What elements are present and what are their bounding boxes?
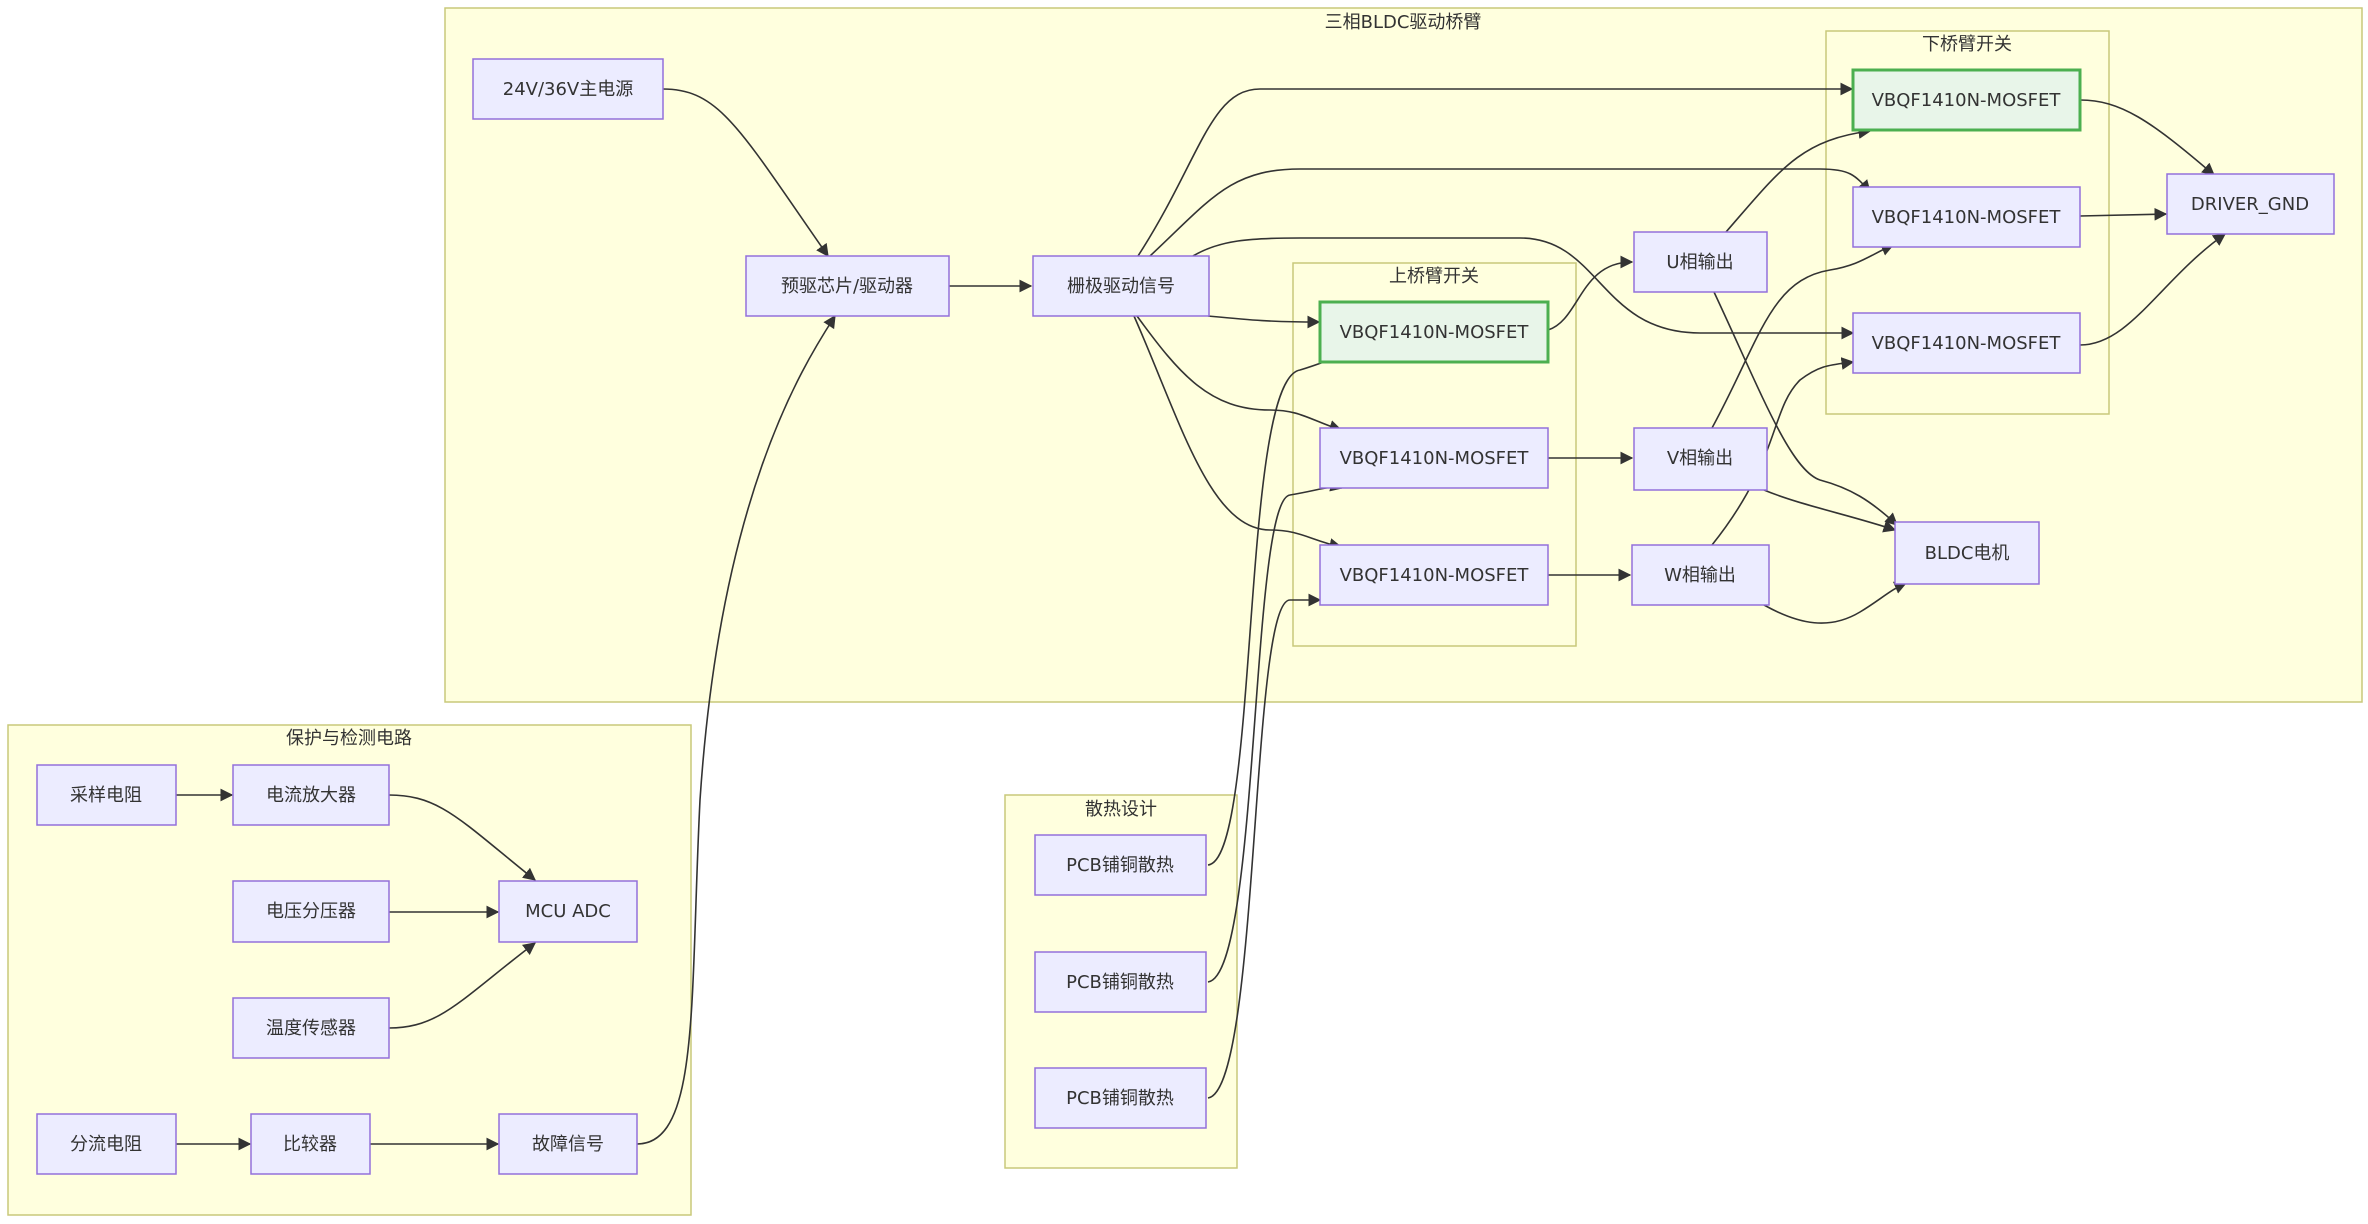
node-sample-resistor[interactable]: 采样电阻 xyxy=(36,764,177,826)
edge-gate-ql3 xyxy=(1192,237,1855,340)
node-motor-label: BLDC电机 xyxy=(1925,543,2010,564)
node-voltage-divider[interactable]: 电压分压器 xyxy=(232,880,390,943)
edge-gate-qh2 xyxy=(1136,315,1343,433)
node-current-amp-label: 电流放大器 xyxy=(266,785,356,806)
node-pcb-copper-1[interactable]: PCB铺铜散热 xyxy=(1034,834,1207,896)
edge-w-ql3 xyxy=(1711,357,1855,546)
node-high-mosfet-3[interactable]: VBQF1410N-MOSFET xyxy=(1319,544,1549,606)
node-high-mosfet-1-label: VBQF1410N-MOSFET xyxy=(1340,322,1530,343)
node-high-mosfet-1[interactable]: VBQF1410N-MOSFET xyxy=(1318,300,1550,364)
node-mcu-adc[interactable]: MCU ADC xyxy=(498,880,638,943)
node-low-mosfet-1-label: VBQF1410N-MOSFET xyxy=(1872,90,2062,111)
node-predriver-label: 预驱芯片/驱动器 xyxy=(781,276,913,297)
edge-ql2-gnd xyxy=(2079,207,2168,221)
edge-temp-adc xyxy=(388,942,537,1029)
node-shunt-resistor-label: 分流电阻 xyxy=(70,1134,142,1155)
node-psu[interactable]: 24V/36V主电源 xyxy=(472,58,664,120)
node-shunt-resistor[interactable]: 分流电阻 xyxy=(36,1113,177,1175)
node-voltage-divider-label: 电压分压器 xyxy=(266,901,356,922)
node-temp-sensor-label: 温度传感器 xyxy=(266,1018,356,1039)
edge-qh1-u xyxy=(1547,255,1634,331)
edge-gate-qh1 xyxy=(1207,315,1321,329)
node-low-mosfet-3[interactable]: VBQF1410N-MOSFET xyxy=(1852,312,2081,374)
node-high-mosfet-2-label: VBQF1410N-MOSFET xyxy=(1340,448,1530,469)
group-bridge-title: 三相BLDC驱动桥臂 xyxy=(1325,12,1482,33)
node-driver-gnd[interactable]: DRIVER_GND xyxy=(2166,173,2335,235)
edge-gate-ql2 xyxy=(1149,168,1871,257)
node-fault-signal[interactable]: 故障信号 xyxy=(498,1113,638,1175)
node-pcb-copper-3-label: PCB铺铜散热 xyxy=(1066,1088,1174,1109)
edge-fault-predriver xyxy=(636,314,836,1145)
edge-psu-predriver xyxy=(662,88,829,258)
edge-gate-qh3 xyxy=(1133,315,1343,551)
node-temp-sensor[interactable]: 温度传感器 xyxy=(232,997,390,1059)
node-phase-w-label: W相输出 xyxy=(1664,565,1736,586)
group-high-side-title: 上桥臂开关 xyxy=(1389,266,1479,287)
node-fault-signal-label: 故障信号 xyxy=(532,1134,604,1155)
edge-ql1-gnd xyxy=(2079,99,2215,176)
node-low-mosfet-1[interactable]: VBQF1410N-MOSFET xyxy=(1851,68,2082,132)
edge-u-motor xyxy=(1713,291,1898,526)
node-motor[interactable]: BLDC电机 xyxy=(1894,521,2040,585)
edge-pcb3-qh3 xyxy=(1207,593,1322,1099)
node-low-mosfet-2[interactable]: VBQF1410N-MOSFET xyxy=(1852,186,2081,248)
node-pcb-copper-2-label: PCB铺铜散热 xyxy=(1066,972,1174,993)
edge-ql3-gnd xyxy=(2079,233,2227,346)
node-pcb-copper-3[interactable]: PCB铺铜散热 xyxy=(1034,1067,1207,1129)
node-pcb-copper-1-label: PCB铺铜散热 xyxy=(1066,855,1174,876)
node-phase-u-label: U相输出 xyxy=(1666,252,1733,273)
group-low-side-title: 下桥臂开关 xyxy=(1922,34,2012,55)
node-phase-u[interactable]: U相输出 xyxy=(1633,231,1768,293)
edge-v-motor xyxy=(1763,489,1897,533)
nodes: 24V/36V主电源 预驱芯片/驱动器 栅极驱动信号 VBQF1410N-MOS… xyxy=(36,58,2335,1175)
edges xyxy=(176,82,2227,1151)
edge-v-ql2 xyxy=(1711,243,1895,429)
node-low-mosfet-2-label: VBQF1410N-MOSFET xyxy=(1872,207,2062,228)
node-current-amp[interactable]: 电流放大器 xyxy=(232,764,390,826)
node-mcu-adc-label: MCU ADC xyxy=(525,901,611,922)
node-gate-label: 栅极驱动信号 xyxy=(1067,276,1175,297)
group-cooling-title: 散热设计 xyxy=(1085,799,1157,820)
edge-amp-adc xyxy=(388,794,536,881)
node-gate[interactable]: 栅极驱动信号 xyxy=(1032,255,1210,317)
edge-gate-ql1 xyxy=(1137,82,1854,257)
node-high-mosfet-2[interactable]: VBQF1410N-MOSFET xyxy=(1319,427,1549,489)
edge-w-motor xyxy=(1763,581,1908,624)
node-pcb-copper-2[interactable]: PCB铺铜散热 xyxy=(1034,951,1207,1013)
node-predriver[interactable]: 预驱芯片/驱动器 xyxy=(745,255,950,317)
node-phase-w[interactable]: W相输出 xyxy=(1631,544,1770,606)
node-phase-v-label: V相输出 xyxy=(1667,448,1733,469)
node-driver-gnd-label: DRIVER_GND xyxy=(2191,194,2309,215)
node-high-mosfet-3-label: VBQF1410N-MOSFET xyxy=(1340,565,1530,586)
node-comparator[interactable]: 比较器 xyxy=(250,1113,371,1175)
node-low-mosfet-3-label: VBQF1410N-MOSFET xyxy=(1872,333,2062,354)
node-comparator-label: 比较器 xyxy=(283,1134,337,1155)
node-phase-v[interactable]: V相输出 xyxy=(1633,427,1768,491)
node-psu-label: 24V/36V主电源 xyxy=(503,79,634,100)
group-protection-title: 保护与检测电路 xyxy=(286,728,412,749)
edge-pcb2-qh2 xyxy=(1207,479,1344,983)
node-sample-resistor-label: 采样电阻 xyxy=(70,785,142,806)
edge-u-ql1 xyxy=(1725,126,1872,233)
